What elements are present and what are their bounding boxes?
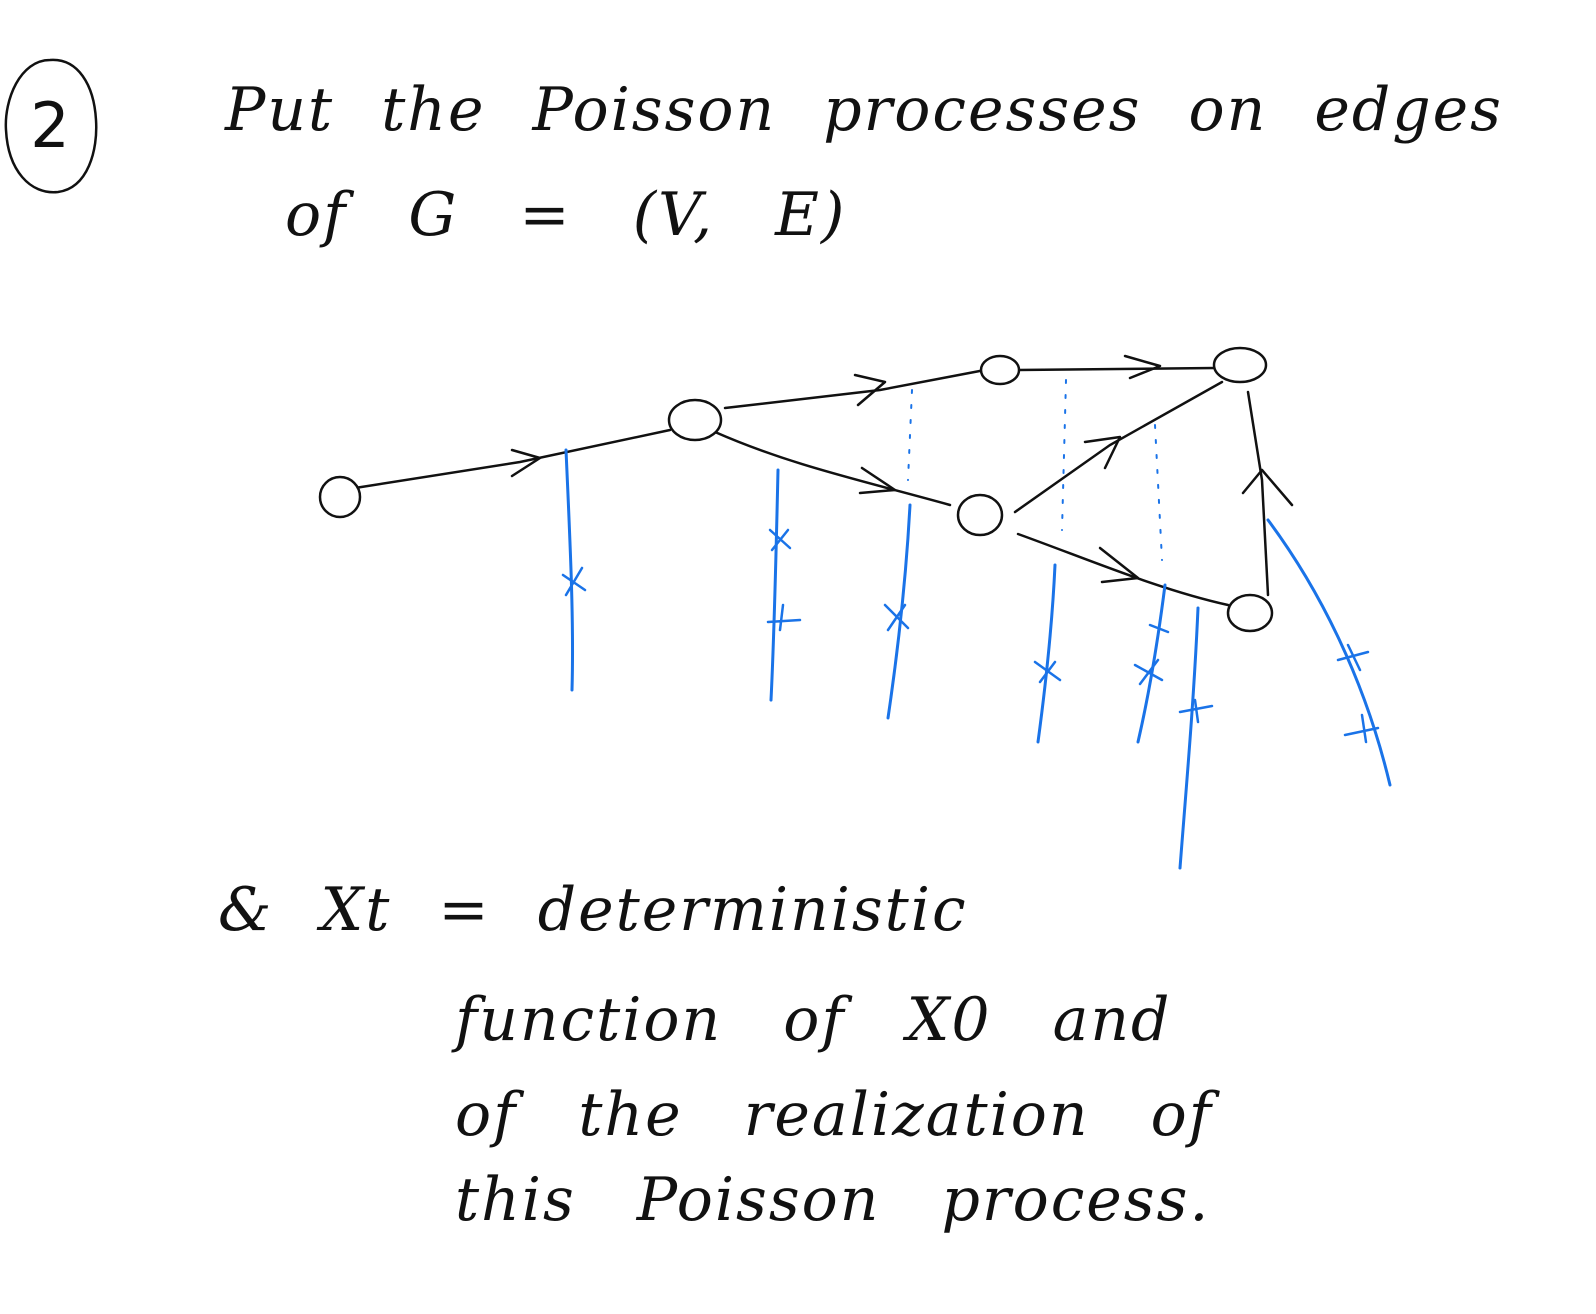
poisson-line-4	[1036, 563, 1057, 744]
edge-v5-v6	[1016, 532, 1230, 607]
poisson-line-5	[1136, 583, 1167, 744]
edge-v5-v4	[1013, 380, 1224, 514]
edge-v3-v4	[1016, 366, 1217, 372]
event-mark	[561, 566, 587, 597]
arrowhead-v1-v2	[510, 448, 542, 478]
description-line-4: this Poisson process.	[455, 1165, 1211, 1235]
edge-v2-v3	[723, 368, 987, 410]
arrowhead-v5-v4	[1083, 435, 1122, 470]
poisson-line-2	[769, 468, 780, 702]
arrowhead-v5-v6	[1098, 546, 1140, 584]
vertex-v5	[956, 493, 1004, 537]
edge-v6-v4	[1246, 390, 1270, 597]
event-mark	[1033, 660, 1062, 684]
poisson-line-1	[564, 448, 575, 692]
poisson-line-3	[886, 503, 912, 720]
event-mark	[883, 603, 910, 632]
poisson-line-7	[1266, 518, 1392, 787]
intro-line-2: of G = (V, E)	[285, 180, 847, 250]
event-mark	[1148, 623, 1170, 634]
event-mark	[1343, 713, 1380, 744]
step-number: 2	[30, 88, 70, 162]
event-mark	[1178, 698, 1214, 724]
event-mark	[1336, 643, 1370, 672]
dotted-line-1	[907, 389, 913, 481]
poisson-line-6	[1178, 606, 1200, 870]
event-mark	[766, 603, 802, 632]
event-mark	[768, 528, 792, 552]
edge-v1-v2	[353, 428, 672, 490]
edge-v2-v5	[713, 430, 952, 507]
arrowhead-v2-v5	[858, 466, 897, 495]
description-line-1: & Xt = deterministic	[218, 875, 968, 945]
dotted-line-3	[1154, 424, 1163, 561]
arrowhead-v2-v3	[853, 373, 887, 407]
event-mark	[1133, 658, 1164, 686]
poisson-dotted-lines	[907, 379, 1163, 561]
edge-arrowheads	[510, 354, 1294, 584]
step-number-circle	[4, 58, 98, 194]
vertex-v3	[979, 354, 1021, 386]
arrowhead-v3-v4	[1123, 354, 1162, 380]
description-line-3: of the realization of	[455, 1080, 1213, 1150]
dotted-line-2	[1061, 379, 1067, 531]
graph-edges	[353, 366, 1270, 607]
arrowhead-v6-v4	[1241, 468, 1294, 507]
intro-line-1: Put the Poisson processes on edges	[225, 75, 1503, 145]
poisson-event-marks	[561, 528, 1380, 744]
vertex-v4	[1212, 346, 1268, 384]
vertex-v2	[667, 398, 723, 442]
poisson-time-lines	[564, 448, 1392, 870]
graph-vertices	[318, 346, 1274, 633]
description-line-2: function of X0 and	[455, 985, 1172, 1055]
vertex-v6	[1226, 593, 1274, 633]
vertex-v1	[318, 475, 362, 519]
